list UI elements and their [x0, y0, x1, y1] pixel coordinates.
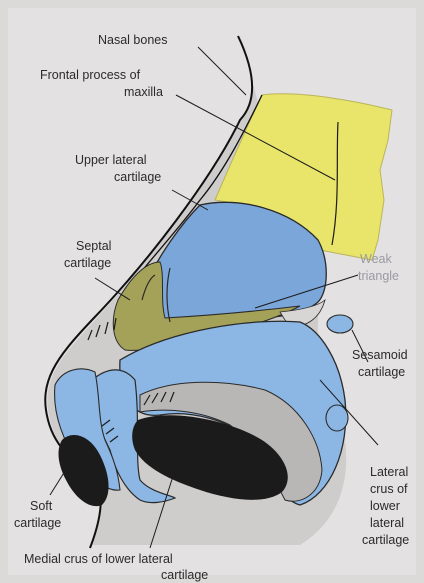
- label-soft-2: cartilage: [14, 516, 61, 530]
- label-sesamoid-2: cartilage: [358, 365, 405, 379]
- label-lateral-crus-1: Lateral: [370, 465, 408, 479]
- label-upper-lateral-2: cartilage: [114, 170, 161, 184]
- label-septal-2: cartilage: [64, 256, 111, 270]
- label-medial-crus-2: cartilage: [161, 568, 208, 582]
- label-weak-triangle-1: Weak: [360, 252, 392, 266]
- label-frontal-process-2: maxilla: [124, 85, 163, 99]
- label-upper-lateral-1: Upper lateral: [75, 153, 147, 167]
- label-soft-1: Soft: [30, 499, 53, 513]
- label-lateral-crus-5: cartilage: [362, 533, 409, 547]
- label-septal-1: Septal: [76, 239, 111, 253]
- label-frontal-process-1: Frontal process of: [40, 68, 141, 82]
- label-medial-crus-1: Medial crus of lower lateral: [24, 552, 173, 566]
- label-lateral-crus-3: lower: [370, 499, 400, 513]
- label-weak-triangle-2: triangle: [358, 269, 399, 283]
- label-nasal-bones: Nasal bones: [98, 33, 168, 47]
- label-lateral-crus-4: lateral: [370, 516, 404, 530]
- label-lateral-crus-2: crus of: [370, 482, 408, 496]
- label-sesamoid-1: Sesamoid: [352, 348, 408, 362]
- sesamoid-cartilage-lower: [326, 405, 348, 431]
- sesamoid-cartilage-upper: [327, 315, 353, 333]
